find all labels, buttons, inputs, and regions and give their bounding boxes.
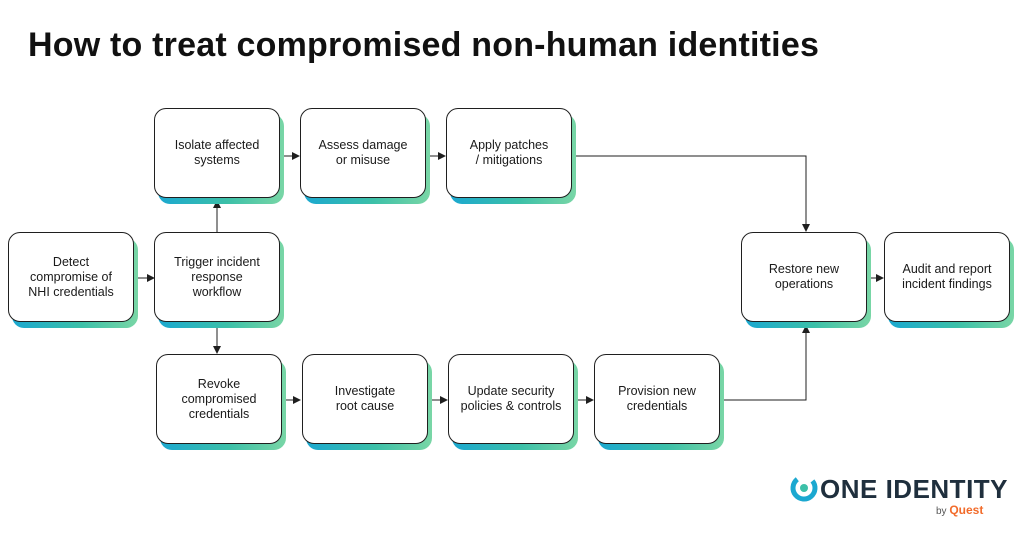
node-revoke: Revoke compromised credentials (156, 354, 286, 450)
one-identity-logo: ONE IDENTITY by Quest (790, 470, 1008, 520)
logo-wordmark: ONE IDENTITY (820, 474, 1009, 504)
page-title: How to treat compromised non-human ident… (28, 26, 820, 64)
node-update-label: Update security policies & controls (460, 384, 562, 413)
node-restore: Restore new operations (741, 232, 871, 328)
logo-byline: by Quest (936, 503, 983, 517)
one-identity-logo-mark-icon (790, 474, 818, 502)
node-revoke-label: Revoke compromised credentials (181, 376, 257, 421)
node-apply: Apply patches / mitigations (446, 108, 576, 204)
node-assess: Assess damage or misuse (300, 108, 430, 204)
edge-apply-restore (572, 155, 810, 232)
node-provision-label: Provision new credentials (618, 384, 696, 413)
node-isolate-label: Isolate affected systems (174, 138, 260, 167)
node-audit-label: Audit and report incident findings (902, 262, 992, 291)
node-detect: Detect compromise of NHI credentials (8, 232, 138, 328)
node-restore-label: Restore new operations (768, 262, 840, 291)
node-update: Update security policies & controls (448, 354, 578, 450)
node-detect-label: Detect compromise of NHI credentials (28, 254, 114, 299)
node-investigate: Investigate root cause (302, 354, 432, 450)
edge-provision-restore (720, 325, 810, 401)
node-isolate: Isolate affected systems (154, 108, 284, 204)
node-provision: Provision new credentials (594, 354, 724, 450)
logo-by-text: by (936, 506, 947, 517)
node-apply-label: Apply patches / mitigations (469, 138, 549, 167)
node-trigger: Trigger incident response workflow (154, 232, 284, 328)
node-audit: Audit and report incident findings (884, 232, 1014, 328)
node-trigger-label: Trigger incident response workflow (174, 254, 260, 299)
logo-quest-text: Quest (949, 503, 984, 517)
node-investigate-label: Investigate root cause (334, 384, 396, 413)
node-assess-label: Assess damage or misuse (318, 138, 408, 167)
